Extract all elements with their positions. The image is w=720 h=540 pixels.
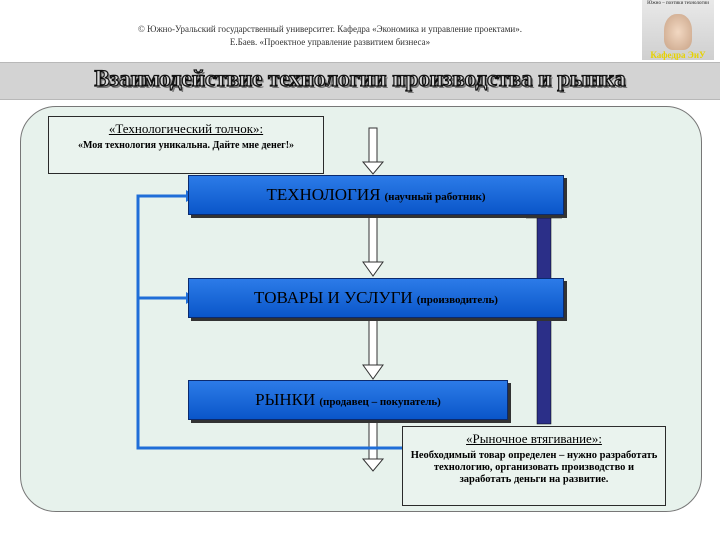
push-note-title: «Технологический толчок»: [108, 121, 264, 136]
department-logo: Южно – поэтики технологии Кафедра ЭиУ [642, 0, 714, 60]
push-note-body: «Моя технология уникальна. Дайте мне ден… [77, 140, 295, 151]
flow-arrow-markets-down [361, 418, 385, 472]
title-band [0, 62, 720, 100]
header-copyright: © Южно-Уральский государственный универс… [138, 24, 522, 34]
goods-box-label: ТОВАРЫ И УСЛУГИ [254, 288, 413, 307]
flow-arrow-push [361, 127, 385, 175]
page-title: Взаимодействие технологии производства и… [94, 65, 626, 91]
hands-icon [664, 14, 692, 50]
logo-label: Кафедра ЭиУ [650, 50, 706, 60]
market-pull-note: «Рыночное втягивание»: Необходимый товар… [402, 426, 666, 506]
header-course: Е.Баев. «Проектное управление развитием … [229, 37, 431, 47]
technology-box: ТЕХНОЛОГИЯ (научный работник) [188, 175, 564, 215]
flow-arrow-tech-goods [362, 213, 384, 277]
feedback-loop-line [136, 194, 402, 450]
goods-box-role: (производитель) [416, 294, 498, 306]
technology-push-note: «Технологический толчок»: «Моя технологи… [48, 116, 324, 174]
pull-note-title: «Рыночное втягивание»: [466, 431, 602, 446]
markets-box-label: РЫНКИ [255, 390, 316, 409]
markets-box-role: (продавец – покупатель) [319, 396, 441, 408]
goods-services-box: ТОВАРЫ И УСЛУГИ (производитель) [188, 278, 564, 318]
pull-note-body: Необходимый товар определен – нужно разр… [410, 450, 658, 485]
technology-box-role: (научный работник) [384, 191, 486, 203]
flow-arrow-goods-markets [362, 316, 384, 380]
technology-box-label: ТЕХНОЛОГИЯ [266, 185, 381, 204]
logo-caption: Южно – поэтики технологии [647, 1, 709, 6]
markets-box: РЫНКИ (продавец – покупатель) [188, 380, 508, 420]
